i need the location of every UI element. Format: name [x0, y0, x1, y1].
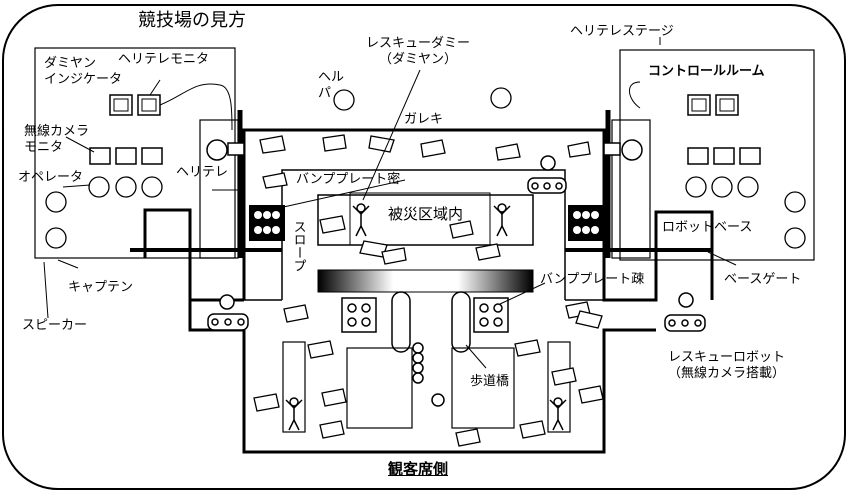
slope-bar	[317, 269, 534, 293]
slope-label: スロープ	[290, 220, 306, 272]
helper-label: ヘル パ	[318, 70, 345, 101]
bump-plate-dense-left	[249, 205, 285, 241]
dummies	[285, 203, 567, 431]
heli-monitor-label: ヘリテレモニタ	[118, 52, 210, 67]
audience-side-label: 観客席側	[388, 460, 449, 478]
operator-label: オペレータ	[18, 170, 84, 185]
wireless-monitor-label: 無線カメラ モニタ	[24, 124, 90, 155]
dummy-indicator-label: ダミヤン インジケータ	[44, 56, 123, 87]
bump-plate-dense-right	[568, 205, 604, 241]
bump-plate-sparse-left	[341, 297, 377, 333]
diagram-title: 競技場の見方	[138, 10, 246, 31]
operator-faces	[45, 87, 806, 249]
right-heli-column	[611, 119, 651, 259]
rescue-dummy-label: レスキューダミー （ダミヤン）	[366, 36, 471, 67]
rescue-robot-label: レスキューロボット （無線カメラ搭載）	[668, 350, 786, 381]
disaster-zone-label: 被災区域内	[388, 205, 464, 223]
base-gate-label: ベースゲート	[724, 272, 802, 287]
footbridge-pillar-right	[451, 291, 471, 353]
control-room-label: コントロールルーム	[648, 64, 765, 79]
footbridge-pillar-left	[391, 291, 411, 353]
bump-plate-sparse-label: バンププレート疎	[540, 272, 645, 287]
outer-frame	[2, 4, 846, 490]
footbridge-label: 歩道橋	[470, 374, 510, 389]
rubble-label: ガレキ	[404, 112, 444, 127]
heli-tele-label: ヘリテレ	[176, 165, 229, 180]
speaker-label: スピーカー	[22, 318, 88, 333]
robots	[207, 155, 706, 407]
bump-plate-sparse-right	[473, 297, 509, 333]
rubble	[253, 134, 604, 447]
field-outline-top	[242, 128, 714, 302]
field-outline-bottom	[188, 298, 656, 454]
heli-stage-label: ヘリテレステージ	[570, 24, 674, 39]
bump-plate-dense-label: バンププレート密	[296, 172, 401, 187]
captain-label: キャプテン	[68, 280, 134, 295]
robot-base-label: ロボットベース	[662, 220, 753, 235]
